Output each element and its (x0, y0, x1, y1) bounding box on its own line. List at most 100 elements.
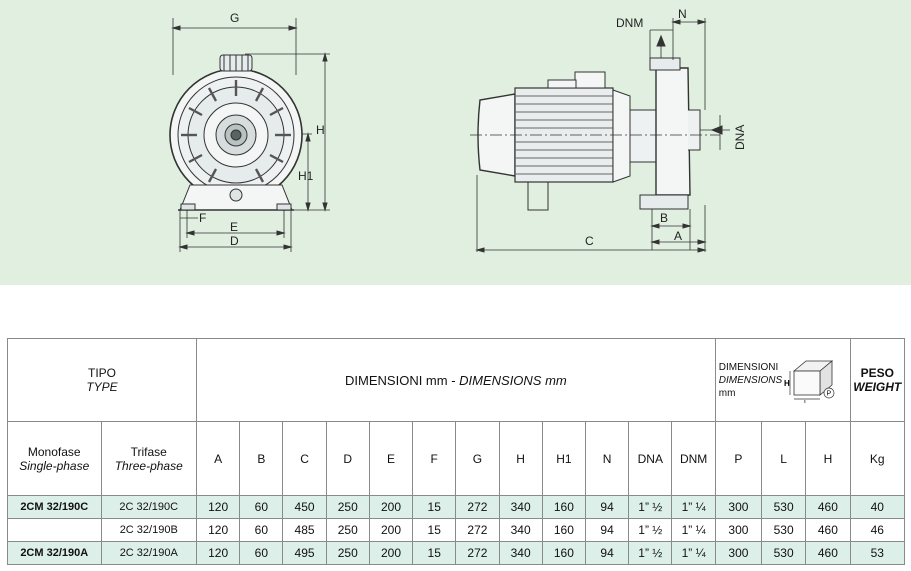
col-header-f: F (412, 421, 457, 496)
cell: 120 (195, 518, 241, 542)
row-mono-model (7, 518, 102, 542)
cell: 340 (498, 518, 543, 542)
package-dimensions-header: DIMENSIONI DIMENSIONS mm H L P (714, 338, 851, 422)
col-header-n: N (584, 421, 630, 496)
row-mono-model: 2CM 32/190A (7, 541, 102, 565)
dim-label-f: F (199, 211, 206, 225)
dim-label-h1: H1 (298, 169, 314, 183)
cell: 15 (412, 495, 457, 519)
cell: 46 (849, 518, 906, 542)
cell: 94 (584, 541, 630, 565)
box-icon-p: P (827, 391, 832, 398)
box-icon: H L P (784, 360, 835, 403)
front-view (169, 18, 330, 252)
dim-label-h: H (316, 123, 325, 137)
row-mono-model: 2CM 32/190C (7, 495, 102, 519)
cell: 1” ½ (628, 495, 673, 519)
table-row: 2CM 32/190C 2C 32/190C 120 60 450 250 20… (7, 495, 906, 519)
dim-label-a: A (674, 229, 682, 243)
cell: 485 (282, 518, 327, 542)
mono-label-en: Single-phase (19, 458, 90, 473)
row-tri-model: 2C 32/190A (100, 541, 197, 565)
cell: 300 (714, 495, 763, 519)
cell: 53 (849, 541, 906, 565)
tipo-label: TIPO (87, 366, 116, 380)
cell: 272 (455, 541, 500, 565)
cell: 530 (761, 495, 807, 519)
cell: 60 (239, 495, 284, 519)
cell: 40 (849, 495, 906, 519)
cell: 450 (282, 495, 327, 519)
cell: 300 (714, 518, 763, 542)
col-header-e: E (368, 421, 414, 496)
col-header-dna: DNA (628, 421, 673, 496)
dimensions-label: DIMENSIONI mm - (345, 372, 460, 388)
col-header-g: G (455, 421, 500, 496)
pump-drawing-svg: G H H1 F E D (169, 7, 747, 253)
col-header-dnm: DNM (671, 421, 716, 496)
technical-drawing: G H H1 F E D (0, 0, 911, 285)
cell: 1” ¼ (671, 541, 716, 565)
tipo-header: TIPO TYPE (7, 338, 197, 422)
mono-header: Monofase Single-phase (7, 421, 102, 496)
cell: 60 (239, 518, 284, 542)
peso-label: PESO (860, 366, 894, 380)
cell: 272 (455, 518, 500, 542)
dim-label-n: N (678, 7, 687, 21)
cell: 60 (239, 541, 284, 565)
cell: 530 (761, 541, 807, 565)
box-icon-h: H (784, 379, 790, 388)
cell: 160 (541, 518, 586, 542)
dimensions-header: DIMENSIONI mm - DIMENSIONS mm (196, 338, 716, 422)
tri-label-en: Three-phase (114, 458, 183, 473)
cell: 1” ¼ (671, 518, 716, 542)
weight-header: PESO WEIGHT (849, 338, 906, 422)
side-view (470, 18, 730, 253)
cell: 300 (714, 541, 763, 565)
box-label-it: DIMENSIONI (718, 361, 779, 373)
tri-label: Trifase (130, 444, 167, 459)
cell: 460 (805, 541, 851, 565)
dim-label-b: B (660, 211, 668, 225)
cell: 340 (498, 541, 543, 565)
cell: 94 (584, 495, 630, 519)
dim-label-dna: DNA (733, 125, 747, 150)
box-label-mm: mm (718, 387, 736, 399)
cell: 460 (805, 495, 851, 519)
col-header-h1: H1 (541, 421, 586, 496)
cell: 460 (805, 518, 851, 542)
cell: 250 (325, 495, 370, 519)
col-header-h: H (498, 421, 543, 496)
cell: 1” ½ (628, 518, 673, 542)
dim-label-g: G (230, 11, 239, 25)
cell: 495 (282, 541, 327, 565)
cell: 160 (541, 495, 586, 519)
cell: 1” ¼ (671, 495, 716, 519)
header-row-2: Monofase Single-phase Trifase Three-phas… (7, 421, 906, 496)
cell: 530 (761, 518, 807, 542)
cell: 94 (584, 518, 630, 542)
table-row: 2C 32/190B 120 60 485 250 200 15 272 340… (7, 518, 906, 542)
tri-header: Trifase Three-phase (100, 421, 197, 496)
dim-label-dnm: DNM (616, 16, 643, 30)
type-label: TYPE (86, 380, 118, 394)
col-header-b: B (239, 421, 284, 496)
cell: 272 (455, 495, 500, 519)
cell: 160 (541, 541, 586, 565)
cell: 120 (195, 495, 241, 519)
row-tri-model: 2C 32/190C (100, 495, 197, 519)
cell: 250 (325, 518, 370, 542)
col-header-c: C (282, 421, 327, 496)
cell: 1” ½ (628, 541, 673, 565)
spec-table: TIPO TYPE DIMENSIONI mm - DIMENSIONS mm … (7, 338, 906, 565)
col-header-a: A (195, 421, 241, 496)
row-tri-model: 2C 32/190B (100, 518, 197, 542)
cell: 200 (368, 518, 414, 542)
dim-label-c: C (585, 234, 594, 248)
header-row-1: TIPO TYPE DIMENSIONI mm - DIMENSIONS mm … (7, 338, 906, 422)
col-header-l: L (761, 421, 807, 496)
dim-label-e: E (230, 220, 238, 234)
box-icon-l: L (804, 400, 808, 403)
cell: 340 (498, 495, 543, 519)
col-header-p: P (714, 421, 763, 496)
